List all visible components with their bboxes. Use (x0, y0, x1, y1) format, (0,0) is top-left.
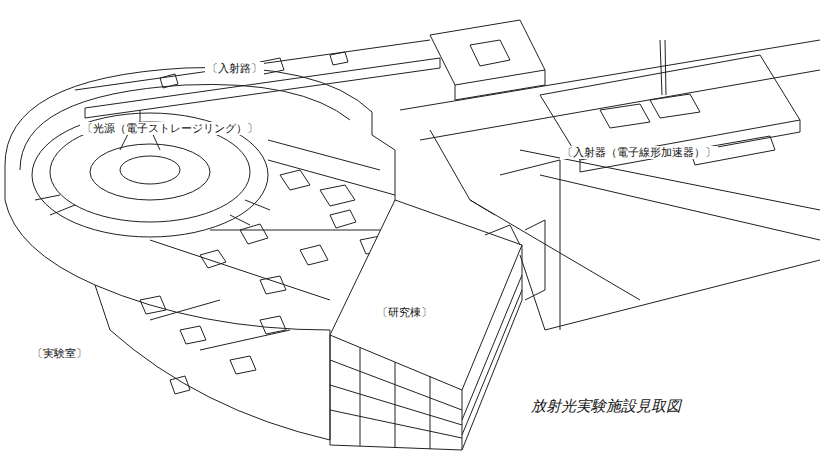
part-label: 〔実験室〕 (30, 347, 89, 360)
part-label: 〔入射器（電子線形加速器）〕 (560, 146, 718, 159)
part-label: 〔入射路〕 (205, 62, 264, 75)
caption: 放射光実験施設見取図 (528, 397, 684, 416)
part-label: 〔光源（電子ストレージリング）〕 (80, 122, 260, 135)
part-label: 〔研究棟〕 (375, 306, 434, 319)
